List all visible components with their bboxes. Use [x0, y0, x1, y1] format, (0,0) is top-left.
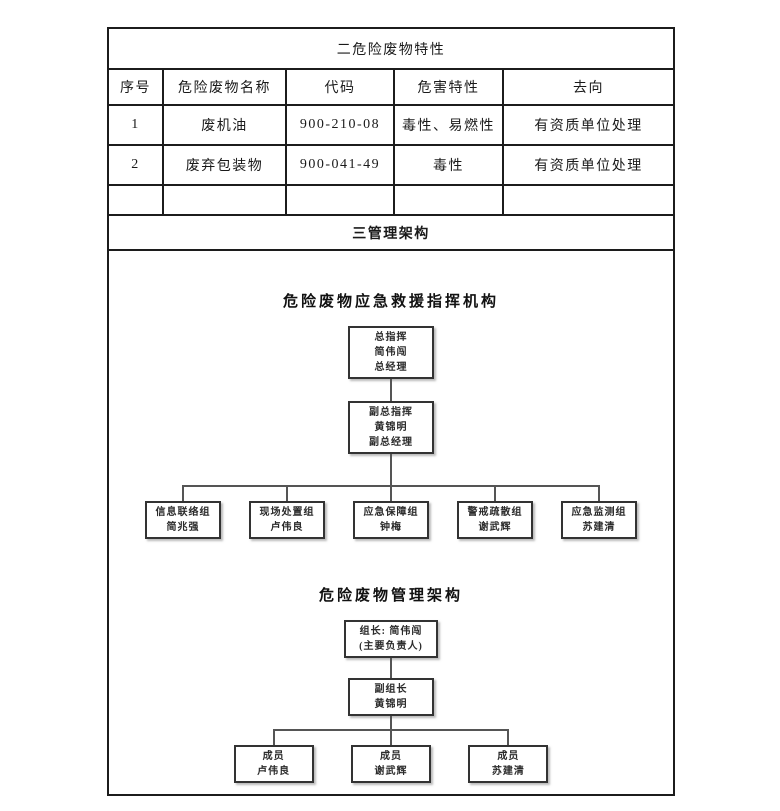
org-box-chief-commander: 总指挥 简伟闯 总经理 [348, 326, 435, 379]
diagram-cell: 危险废物应急救援指挥机构 总指挥 简伟闯 总经理 副总指挥 黄锦明 副总经理 [106, 249, 676, 796]
person-name: 钟梅 [380, 522, 403, 533]
role-and-name: 组长: 简伟闯 [359, 626, 423, 637]
person-name: 苏建清 [582, 522, 616, 533]
group-label: 现场处置组 [259, 507, 315, 518]
org-box-info-liaison-group: 信息联络组 简兆强 [145, 501, 222, 539]
org-box-group-leader: 组长: 简伟闯 (主要负责人) [344, 620, 439, 658]
connector-line [286, 485, 289, 501]
person-name: 苏建清 [491, 766, 525, 777]
org-chart-management: 危险废物管理架构 组长: 简伟闯 (主要负责人) 副组长 黄锦明 [110, 539, 672, 783]
org-box-deputy-leader: 副组长 黄锦明 [348, 678, 435, 716]
column-header-waste-name: 危险废物名称 [162, 68, 287, 106]
responsibility-note: (主要负责人) [359, 641, 423, 652]
connector-line [390, 658, 393, 678]
org-chart-management-title: 危险废物管理架构 [319, 588, 464, 604]
column-header-code: 代码 [285, 68, 395, 106]
position-label: 总经理 [374, 362, 408, 373]
connector-line [598, 485, 601, 501]
member-branches: 成员 卢伟良 成员 谢武辉 [215, 729, 567, 783]
connector-line [507, 729, 510, 745]
member-label: 成员 [262, 751, 285, 762]
org-box-member-1: 成员 卢伟良 [233, 745, 314, 783]
branch-emergency-monitoring: 应急监测组 苏建清 [547, 485, 651, 539]
person-name: 谢武辉 [478, 522, 512, 533]
org-box-deputy-commander: 副总指挥 黄锦明 副总经理 [348, 401, 435, 454]
cell-destination: 有资质单位处理 [501, 144, 676, 186]
org-box-emergency-support-group: 应急保障组 钟梅 [353, 501, 430, 539]
cell-destination [501, 184, 676, 216]
branch-alert-evacuation: 警戒疏散组 谢武辉 [443, 485, 547, 539]
role-label: 副总指挥 [369, 407, 414, 418]
person-name: 简兆强 [166, 522, 200, 533]
column-header-destination: 去向 [501, 68, 676, 106]
connector-line [390, 454, 393, 485]
person-name: 简伟闯 [374, 347, 408, 358]
connector-line [183, 485, 600, 487]
cell-code [285, 184, 395, 216]
connector-line [390, 729, 392, 745]
org-chart-emergency: 危险废物应急救援指挥机构 总指挥 简伟闯 总经理 副总指挥 黄锦明 副总经理 [110, 262, 672, 539]
group-label: 应急监测组 [571, 507, 627, 518]
cell-hazard: 毒性、易燃性 [393, 104, 504, 146]
group-branches: 信息联络组 简兆强 现场处置组 卢伟良 [131, 485, 651, 539]
org-chart-emergency-title: 危险废物应急救援指挥机构 [283, 294, 500, 310]
org-box-member-2: 成员 谢武辉 [351, 745, 431, 783]
cell-waste-name: 废机油 [162, 104, 287, 146]
cell-waste-name: 废弃包装物 [162, 144, 287, 186]
person-name: 卢伟良 [257, 766, 291, 777]
org-box-emergency-monitoring-group: 应急监测组 苏建清 [561, 501, 638, 539]
member-label: 成员 [380, 751, 402, 762]
cell-index: 1 [107, 104, 164, 146]
table-row: 2 废弃包装物 900-041-49 毒性 有资质单位处理 [107, 144, 676, 186]
org-box-onsite-disposal-group: 现场处置组 卢伟良 [249, 501, 326, 539]
cell-index [107, 184, 164, 216]
cell-code: 900-210-08 [285, 104, 395, 146]
branch-info-liaison: 信息联络组 简兆强 [131, 485, 235, 539]
cell-destination: 有资质单位处理 [501, 104, 676, 146]
person-name: 黄锦明 [374, 422, 408, 433]
branch-member-1: 成员 卢伟良 [215, 729, 332, 783]
table-row-empty [107, 184, 676, 216]
connector-line [272, 729, 275, 745]
connector-line [390, 379, 393, 401]
section-title: 三管理架构 [106, 214, 676, 251]
column-header-index: 序号 [107, 68, 164, 106]
person-name: 谢武辉 [374, 766, 408, 777]
branch-member-3: 成员 苏建清 [450, 729, 567, 783]
table-title: 二危险废物特性 [106, 27, 676, 70]
cell-hazard [393, 184, 504, 216]
group-label: 信息联络组 [155, 507, 211, 518]
member-label: 成员 [497, 751, 520, 762]
branch-onsite-disposal: 现场处置组 卢伟良 [235, 485, 339, 539]
table-row: 1 废机油 900-210-08 毒性、易燃性 有资质单位处理 [107, 104, 676, 146]
branch-emergency-support: 应急保障组 钟梅 [339, 485, 443, 539]
connector-line [390, 485, 393, 501]
cell-code: 900-041-49 [285, 144, 395, 186]
cell-waste-name [162, 184, 287, 216]
connector-line [273, 729, 509, 731]
cell-index: 2 [107, 144, 164, 186]
column-header-hazard: 危害特性 [393, 68, 504, 106]
org-box-alert-evacuation-group: 警戒疏散组 谢武辉 [457, 501, 534, 539]
group-label: 应急保障组 [363, 507, 419, 518]
connector-line [390, 716, 393, 729]
role-label: 总指挥 [374, 332, 408, 343]
position-label: 副总经理 [369, 437, 414, 448]
connector-line [494, 485, 497, 501]
cell-hazard: 毒性 [393, 144, 504, 186]
branch-member-2: 成员 谢武辉 [332, 729, 449, 783]
org-box-member-3: 成员 苏建清 [468, 745, 549, 783]
connector-line [182, 485, 185, 501]
role-label: 副组长 [374, 684, 408, 695]
group-label: 警戒疏散组 [467, 507, 523, 518]
person-name: 卢伟良 [270, 522, 304, 533]
hazardous-waste-table: 二危险废物特性 序号 危险废物名称 代码 危害特性 去向 1 废机油 900-2… [106, 27, 676, 796]
document-page: 二危险废物特性 序号 危险废物名称 代码 危害特性 去向 1 废机油 900-2… [106, 27, 676, 796]
person-name: 黄锦明 [374, 699, 408, 710]
table-header-row: 序号 危险废物名称 代码 危害特性 去向 [107, 68, 676, 106]
